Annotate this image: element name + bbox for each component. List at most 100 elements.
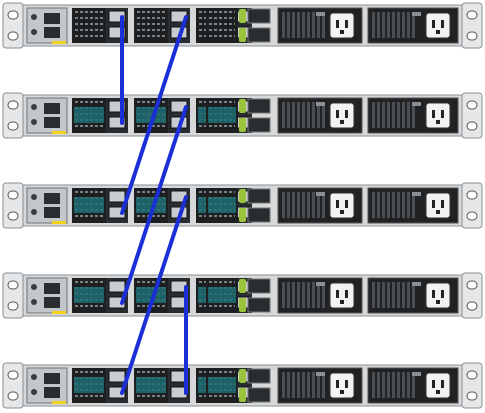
psu-vent — [312, 372, 315, 398]
stack-port — [108, 26, 126, 39]
stack-port — [108, 10, 126, 23]
psu-vent — [382, 372, 385, 398]
mounting-hole-icon — [7, 211, 19, 221]
mounting-hole-icon — [466, 31, 478, 41]
psu-vent — [387, 12, 390, 38]
psu-vent — [397, 102, 400, 128]
psu-vent — [317, 12, 320, 38]
psu-vent — [317, 372, 320, 398]
pull-tab-label — [52, 221, 66, 224]
mgmt-ethernet-port — [44, 297, 60, 308]
switch-2 — [2, 92, 483, 139]
psu-vent — [392, 12, 395, 38]
teal-insert — [208, 377, 236, 393]
inlet-pin — [441, 290, 444, 298]
console-port-icon — [31, 374, 37, 380]
inlet-pin — [441, 20, 444, 28]
psu-vent — [377, 102, 380, 128]
fan-grille — [72, 8, 106, 43]
stack-port — [108, 100, 126, 113]
psu-vent — [402, 102, 405, 128]
psu-vent — [322, 12, 325, 38]
fan-grille — [206, 8, 238, 43]
psu-vent — [282, 372, 285, 398]
inlet-pin — [436, 30, 440, 34]
psu-vent — [322, 282, 325, 308]
psu-vent — [382, 192, 385, 218]
psu-vent — [372, 372, 375, 398]
psu-vent — [377, 372, 380, 398]
inlet-pin — [441, 110, 444, 118]
inlet-pin — [336, 20, 339, 28]
psu-vent — [387, 102, 390, 128]
status-led — [239, 189, 246, 203]
inlet-pin — [336, 380, 339, 388]
mounting-hole-icon — [7, 280, 19, 290]
psu-vent — [317, 102, 320, 128]
teal-insert — [136, 197, 166, 213]
inlet-pin — [340, 390, 344, 394]
psu-vent — [387, 282, 390, 308]
psu-vent — [382, 102, 385, 128]
inlet-pin — [340, 30, 344, 34]
psu-vent — [412, 12, 415, 38]
psu-vent — [322, 102, 325, 128]
mounting-hole-icon — [7, 301, 19, 311]
psu-handle — [316, 12, 325, 16]
mounting-hole-icon — [466, 280, 478, 290]
usb-port-icon — [31, 299, 37, 305]
inlet-pin — [436, 120, 440, 124]
status-led — [239, 118, 246, 132]
psu-vent — [387, 192, 390, 218]
console-port-icon — [31, 14, 37, 20]
left-rack-ear — [2, 92, 24, 139]
psu-vent — [287, 12, 290, 38]
pull-tab-label — [52, 311, 66, 314]
stack-port — [108, 206, 126, 219]
stack-cable-2 — [120, 15, 188, 215]
psu-vent — [392, 102, 395, 128]
stack-port — [108, 116, 126, 129]
psu-handle — [316, 282, 325, 286]
left-rack-ear — [2, 2, 24, 49]
right-rack-ear — [461, 182, 483, 229]
psu-vent — [297, 192, 300, 218]
mgmt-ethernet-port — [44, 27, 60, 38]
psu-vent — [387, 372, 390, 398]
mgmt-ethernet-port — [44, 193, 60, 204]
psu-vent — [377, 192, 380, 218]
inlet-pin — [432, 380, 435, 388]
psu-vent — [282, 12, 285, 38]
psu-vent — [372, 102, 375, 128]
mounting-hole-icon — [466, 190, 478, 200]
mounting-hole-icon — [466, 301, 478, 311]
mounting-hole-icon — [7, 31, 19, 41]
mounting-hole-icon — [466, 211, 478, 221]
teal-insert — [208, 107, 236, 123]
psu-vent — [282, 102, 285, 128]
teal-insert — [74, 287, 104, 303]
status-led — [239, 388, 246, 402]
psu-vent — [377, 12, 380, 38]
inlet-pin — [336, 290, 339, 298]
right-rack-ear — [461, 92, 483, 139]
psu-vent — [317, 282, 320, 308]
psu-vent — [312, 282, 315, 308]
stack-port — [108, 190, 126, 203]
mgmt-ethernet-port — [44, 207, 60, 218]
psu-vent — [307, 282, 310, 308]
right-rack-ear — [461, 362, 483, 409]
psu-handle — [412, 102, 421, 106]
inlet-pin — [345, 290, 348, 298]
uplink-port — [247, 297, 271, 313]
mgmt-ethernet-port — [44, 13, 60, 24]
teal-insert — [74, 107, 104, 123]
psu-vent — [412, 282, 415, 308]
psu-vent — [297, 102, 300, 128]
uplink-port — [247, 368, 271, 384]
uplink-port — [247, 207, 271, 223]
psu-vent — [287, 372, 290, 398]
inlet-pin — [336, 200, 339, 208]
switch-3 — [2, 182, 483, 229]
psu-vent — [382, 282, 385, 308]
